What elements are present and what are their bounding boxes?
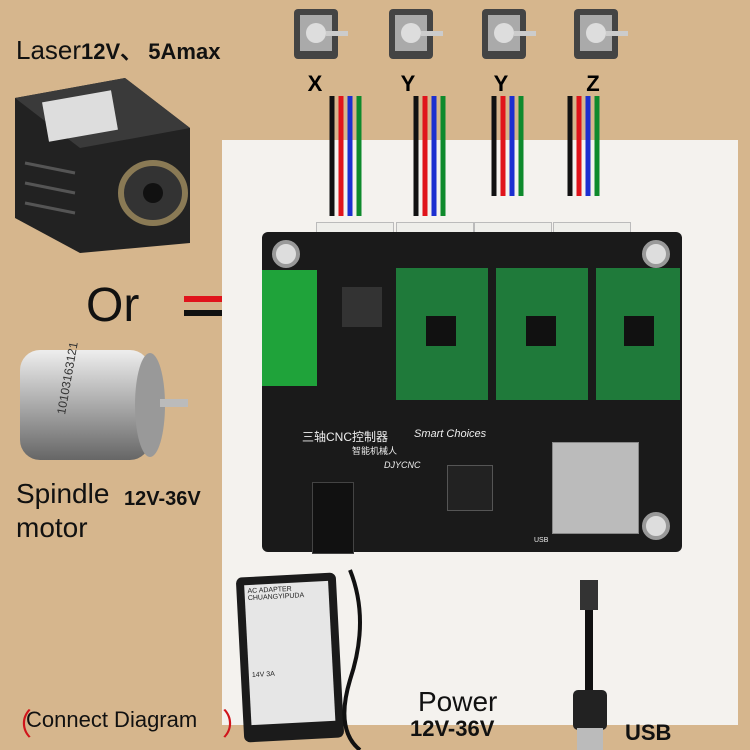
stepper-motor-z: Z (570, 5, 628, 96)
usb-b-port (552, 442, 639, 534)
adapter-output: 14V 3A (251, 670, 276, 680)
power-label: Power (418, 686, 498, 717)
board-subtitle: Smart Choices (414, 428, 487, 440)
board-brand: DJYCNC (384, 460, 421, 470)
board-title: 三轴CNC控制器 (302, 430, 388, 444)
spindle-spec: 12V-36V (124, 488, 201, 510)
axis-label: Y (493, 71, 509, 96)
equals-line-top (184, 296, 244, 302)
axis-label: Z (586, 71, 600, 96)
cnc-controller-board: 三轴CNC控制器 Smart Choices 智能机械人 DJYCNC USB (262, 232, 682, 554)
laser-label: Laser12V、 5Amax (16, 35, 221, 65)
equals-line-bottom (184, 310, 244, 316)
spindle-motor-image: 10103163121 (20, 340, 188, 460)
spindle-terminal-block (262, 270, 317, 386)
stepper-motor-x: X (290, 5, 348, 96)
stepper-motor-icon (294, 9, 348, 59)
stepper-driver-2 (496, 268, 588, 400)
microcontroller-chip (447, 465, 493, 511)
stepper-driver-1 (396, 268, 488, 400)
paren-close: ） (222, 709, 252, 742)
board-usb-label: USB (534, 537, 549, 544)
stepper-motor-icon (389, 9, 443, 59)
adapter-cable (342, 569, 362, 750)
spindle-label-line2: motor (16, 512, 88, 543)
power-spec: 12V-36V (410, 716, 495, 741)
usb-label: USB (625, 720, 672, 745)
or-label: Or (86, 279, 140, 332)
axis-label: X (307, 71, 323, 96)
paren-open: （ (2, 709, 32, 742)
stepper-motor-y1: Y (385, 5, 443, 96)
stepper-driver-3 (596, 268, 680, 400)
caption: Connect Diagram (26, 707, 198, 732)
stepper-motor-icon (482, 9, 536, 59)
laser-module-image (15, 78, 190, 253)
axis-label: Y (400, 71, 416, 96)
usb-cable (573, 580, 607, 750)
spindle-label: Spindle (16, 478, 110, 509)
stepper-motor-icon (574, 9, 628, 59)
board-sub-cn: 智能机械人 (352, 446, 398, 456)
dc-power-jack (312, 482, 354, 554)
stepper-motor-y2: Y (478, 5, 536, 96)
